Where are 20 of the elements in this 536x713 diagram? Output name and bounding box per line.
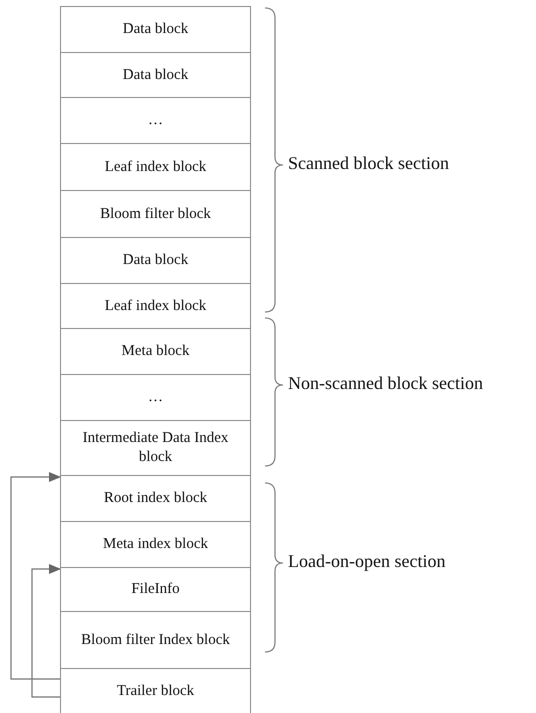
block-row: Root index block (60, 475, 251, 522)
block-row: Data block (60, 237, 251, 284)
block-row: Leaf index block (60, 143, 251, 191)
block-row: Meta block (60, 328, 251, 375)
block-row: … (60, 374, 251, 421)
section-label: Scanned block section (288, 153, 449, 174)
block-row: Bloom filter block (60, 190, 251, 238)
section-label: Non-scanned block section (288, 373, 483, 394)
block-row: Bloom filter Index block (60, 611, 251, 669)
arrow (10, 472, 61, 680)
block-row: Trailer block (60, 668, 251, 713)
block-row: … (60, 97, 251, 144)
block-row: Leaf index block (60, 283, 251, 329)
block-row: Meta index block (60, 521, 251, 568)
block-row: FileInfo (60, 567, 251, 612)
section-label: Load-on-open section (288, 551, 446, 572)
arrow (31, 564, 61, 698)
block-row: Data block (60, 6, 251, 53)
block-row: Intermediate Data Index block (60, 420, 251, 476)
block-row: Data block (60, 52, 251, 98)
